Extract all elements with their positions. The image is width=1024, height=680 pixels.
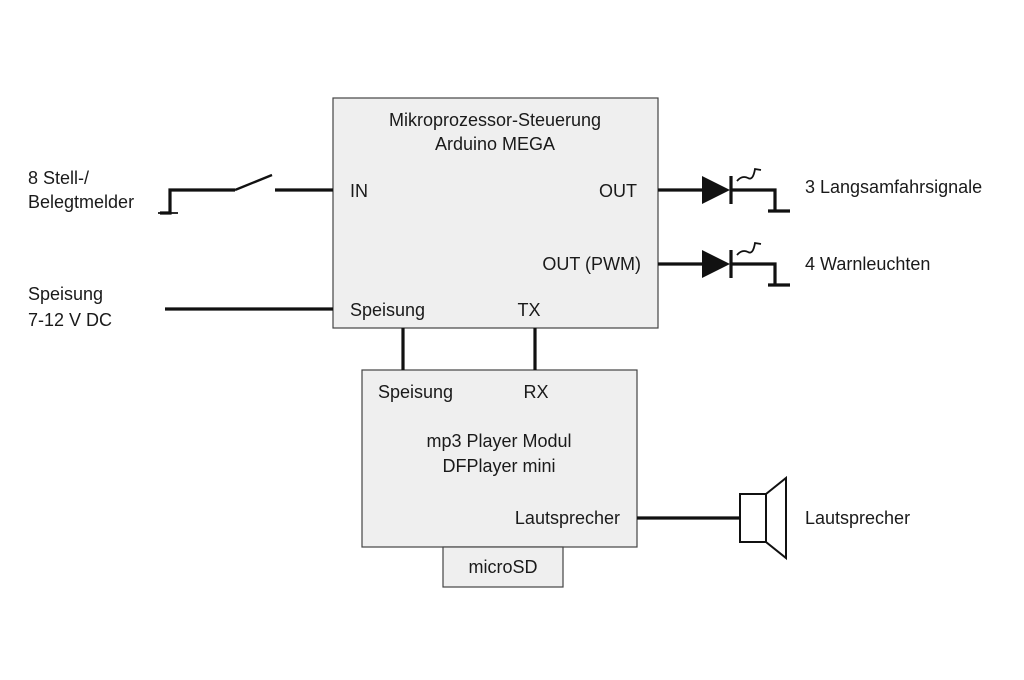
mp3-port-power: Speisung: [378, 382, 453, 402]
power-label-line2: 7-12 V DC: [28, 310, 112, 330]
led-icon: [658, 167, 777, 211]
controller-port-out-pwm: OUT (PWM): [542, 254, 641, 274]
controller-port-tx: TX: [517, 300, 540, 320]
output-label-signals: 3 Langsamfahrsignale: [805, 177, 982, 197]
controller-box: [332, 97, 659, 329]
switch-icon: [158, 173, 333, 215]
input-label-line1: 8 Stell-/: [28, 168, 89, 188]
microsd-slot: [442, 546, 564, 588]
speaker-label: Lautsprecher: [805, 508, 910, 528]
controller-port-power: Speisung: [350, 300, 425, 320]
output-label-warning-lights: 4 Warnleuchten: [805, 254, 930, 274]
mp3-title-line2: DFPlayer mini: [442, 456, 555, 476]
input-label-line2: Belegtmelder: [28, 192, 134, 212]
speaker-icon: [739, 475, 787, 561]
controller-title-line1: Mikroprozessor-Steuerung: [389, 110, 601, 130]
controller-port-in: IN: [350, 181, 368, 201]
microsd-label: microSD: [468, 557, 537, 577]
controller-port-out: OUT: [599, 181, 637, 201]
mp3-title-line1: mp3 Player Modul: [426, 431, 571, 451]
mp3-box: [361, 369, 638, 548]
controller-title-line2: Arduino MEGA: [435, 134, 555, 154]
mp3-port-speaker: Lautsprecher: [515, 508, 620, 528]
power-label-line1: Speisung: [28, 284, 103, 304]
mp3-port-rx: RX: [523, 382, 548, 402]
led-icon: [658, 241, 777, 285]
